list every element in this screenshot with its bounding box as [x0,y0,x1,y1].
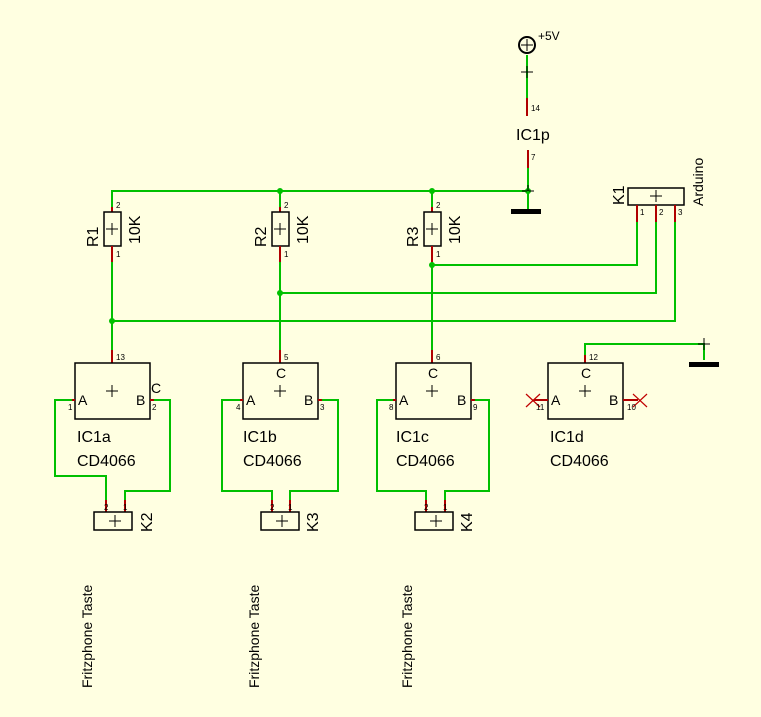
ic1c-name: IC1c [396,429,429,446]
ic1d-name: IC1d [550,429,584,446]
pin-label: 8 [389,403,394,412]
wire-ic1d-gnd [584,343,705,360]
terminal-label: C [151,380,161,396]
terminal-label: A [78,392,88,408]
terminal-label: A [246,392,256,408]
wire-k1-pin1 [432,222,638,266]
pin-label: 2 [116,201,121,210]
pin-label: 1 [443,503,448,512]
pin-label: 4 [236,403,241,412]
pin-label: 1 [284,250,289,259]
resistor-r2: 2 1 R2 10K [253,201,312,262]
r1-name: R1 [85,226,102,247]
k4-name: K4 [459,512,476,532]
terminal-label: A [551,392,561,408]
pin-label: 13 [116,353,125,362]
pin-label: 2 [284,201,289,210]
k2-name: K2 [139,512,156,532]
ground-icon [689,362,719,367]
terminal-label: B [609,392,618,408]
ic1c-part: CD4066 [396,453,455,470]
junctions [109,188,531,324]
ic1p-name: IC1p [516,127,550,144]
pin-label: 2 [659,208,664,217]
button-k2: 2 1 K2 Fritzphone Taste [79,500,156,688]
pin-label: 6 [436,353,441,362]
terminal-label: C [581,365,591,381]
junction-dot [277,290,283,296]
ground-icon [511,209,541,214]
pin-label: 1 [116,250,121,259]
ic1d-part: CD4066 [550,453,609,470]
pin-label: 2 [152,403,157,412]
pin-label: 10 [627,403,636,412]
pin-label: 1 [123,503,128,512]
wire-ic1a-b [124,399,171,500]
terminal-label: B [304,392,313,408]
resistor-r3: 2 1 R3 10K [405,201,464,262]
terminal-label: B [136,392,145,408]
pin-label: 14 [531,104,540,113]
pin-label: 9 [473,403,478,412]
pin-label: 1 [436,250,441,259]
pin-label: 1 [68,403,73,412]
terminal-label: B [457,392,466,408]
switch-ic1b: 5 4 3 A B C IC1b CD4066 [236,350,325,470]
vcc-symbol-icon [518,36,536,54]
junction-dot [277,188,283,194]
wire-ic1c-a [376,399,427,500]
junction-dot [109,318,115,324]
resistor-r1: 2 1 R1 10K [85,201,144,262]
ic1b-part: CD4066 [243,453,302,470]
pin-label: 2 [436,201,441,210]
junction-dot [429,262,435,268]
wire-ic1b-a [221,399,273,500]
k2-caption: Fritzphone Taste [79,585,95,688]
switch-ic1c: 6 8 9 A B C IC1c CD4066 [389,350,478,470]
k1-name: K1 [611,185,628,205]
pin-label: 2 [424,503,429,512]
terminal-label: A [399,392,409,408]
terminal-label: C [428,365,438,381]
wire-k1-pin3 [112,222,676,322]
pin-label: 1 [288,503,293,512]
r3-name: R3 [405,226,422,247]
vcc-label: +5V [538,29,560,43]
wires [54,55,705,500]
wire-ic1c-b [444,399,490,500]
terminal-label: C [276,365,286,381]
pin-label: 11 [536,403,545,412]
k4-caption: Fritzphone Taste [399,585,415,688]
button-k4: 2 1 K4 Fritzphone Taste [399,500,476,688]
ic1a-part: CD4066 [77,453,136,470]
pin-label: 2 [104,503,109,512]
button-k3: 2 1 K3 Fritzphone Taste [246,500,322,688]
pin-label: 3 [320,403,325,412]
switch-ic1a: 13 1 2 A B C IC1a CD4066 [68,350,161,470]
pin-label: 2 [270,503,275,512]
pin-label: 1 [640,208,645,217]
ic1b-name: IC1b [243,429,277,446]
wire-k1-pin2 [280,222,657,294]
r3-value: 10K [447,215,464,244]
pin-label: 12 [589,353,598,362]
pin-label: 7 [531,153,536,162]
k1-label: Arduino [690,158,706,206]
wire-ic1b-b [289,399,339,500]
pin-label: 5 [284,353,289,362]
junction-dot [429,188,435,194]
switch-ic1d: 12 11 10 A B C IC1d CD4066 [525,338,719,470]
wire-ic1a-a [54,399,107,500]
r1-value: 10K [127,215,144,244]
ic1a-name: IC1a [77,429,111,446]
pin-label: 3 [678,208,683,217]
k3-name: K3 [305,512,322,532]
power-supply: +5V 14 IC1p 7 [511,29,560,214]
connector-k1: 1 2 3 K1 Arduino [611,158,706,222]
wire-top-bus [111,190,528,207]
r2-value: 10K [295,215,312,244]
r2-name: R2 [253,226,270,247]
k3-caption: Fritzphone Taste [246,585,262,688]
